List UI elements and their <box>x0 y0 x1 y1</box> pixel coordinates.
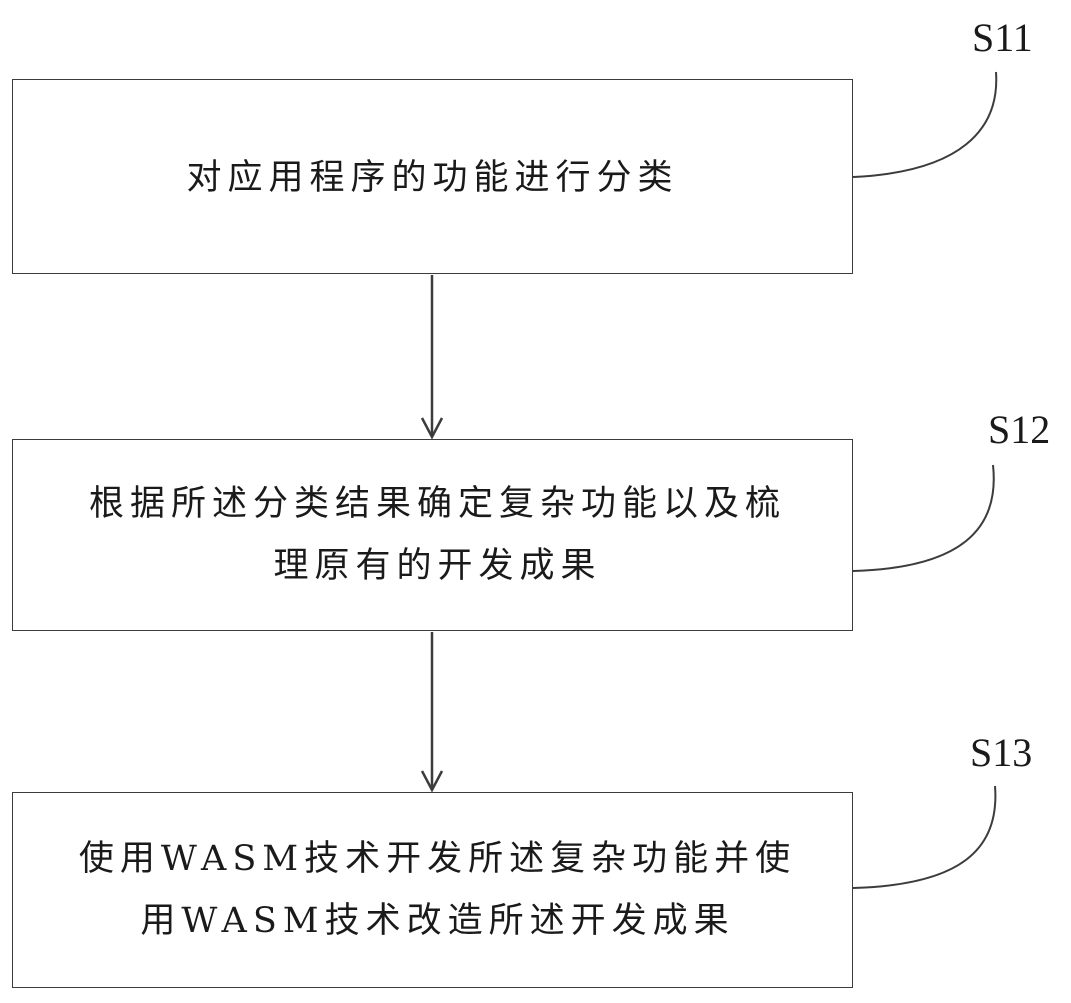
step-text-s12: 根据所述分类结果确定复杂功能以及梳 理原有的开发成果 <box>88 484 786 586</box>
step-label-s11: S11 <box>972 15 1033 60</box>
step-box-s13: 使用WASM技术开发所述复杂功能并使 用WASM技术改造所述开发成果 <box>12 792 853 988</box>
leader-line-s12 <box>852 464 995 572</box>
leader-line-s13 <box>852 785 997 889</box>
step-text-s13: 使用WASM技术开发所述复杂功能并使 用WASM技术改造所述开发成果 <box>78 839 797 941</box>
step-label-s12: S12 <box>988 407 1051 452</box>
arrowhead-s12 <box>420 417 444 440</box>
step-text-s11: 对应用程序的功能进行分类 <box>186 157 679 198</box>
step-box-s11: 对应用程序的功能进行分类 <box>12 79 853 274</box>
step-label-s13: S13 <box>970 730 1033 775</box>
step-box-s12: 根据所述分类结果确定复杂功能以及梳 理原有的开发成果 <box>12 439 853 631</box>
arrowhead-s13 <box>420 770 444 793</box>
leader-line-s11 <box>852 71 998 178</box>
